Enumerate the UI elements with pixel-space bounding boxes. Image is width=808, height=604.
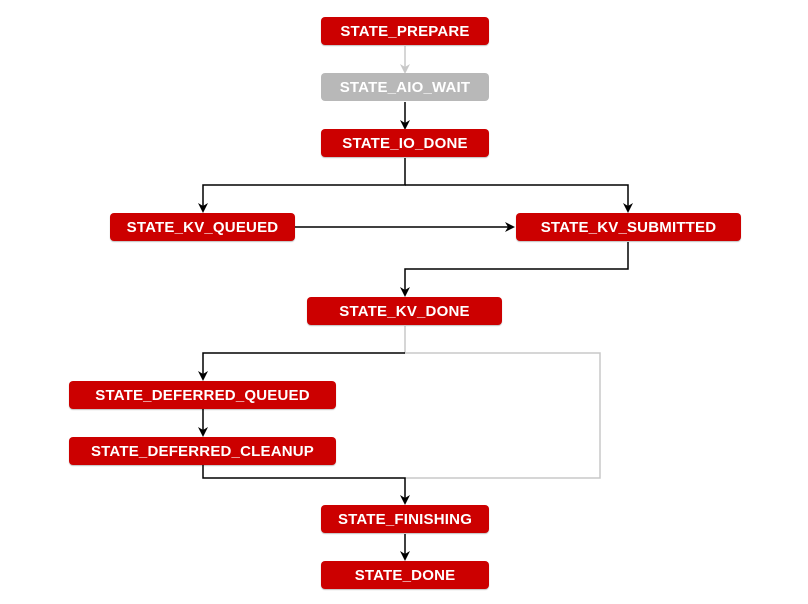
edge-kv-done-to-finishing <box>404 326 601 479</box>
edge-kv-submitted-to-kv-done <box>400 242 629 297</box>
node-state-io-done: STATE_IO_DONE <box>321 129 489 157</box>
node-state-done: STATE_DONE <box>321 561 489 589</box>
node-state-prepare: STATE_PREPARE <box>321 17 489 45</box>
edge-io-done-to-kv-queued <box>198 158 406 213</box>
node-state-aio-wait: STATE_AIO_WAIT <box>321 73 489 101</box>
node-state-kv-queued: STATE_KV_QUEUED <box>110 213 295 241</box>
node-state-kv-done: STATE_KV_DONE <box>307 297 502 325</box>
node-state-deferred-cleanup: STATE_DEFERRED_CLEANUP <box>69 437 336 465</box>
edge-deferred-cleanup-to-finishing <box>202 465 410 505</box>
edge-io-done-to-kv-submitted <box>405 184 633 213</box>
edge-kv-done-to-deferred-queued <box>198 352 405 381</box>
node-state-kv-submitted: STATE_KV_SUBMITTED <box>516 213 741 241</box>
node-state-deferred-queued: STATE_DEFERRED_QUEUED <box>69 381 336 409</box>
node-state-finishing: STATE_FINISHING <box>321 505 489 533</box>
